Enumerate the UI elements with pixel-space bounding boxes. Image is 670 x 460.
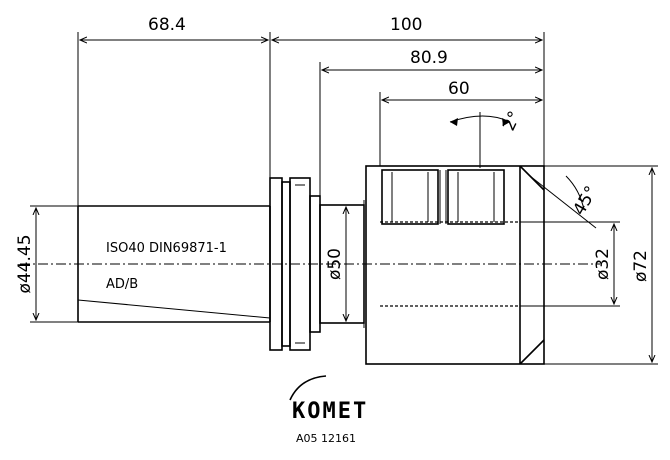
collar <box>319 200 365 328</box>
flange <box>269 177 321 351</box>
dim-taper-diameter: ø44.45 <box>15 234 35 293</box>
logo-code: A05 12161 <box>296 432 356 445</box>
dim-bore-diameter: ø32 <box>593 248 613 280</box>
dim-bore-length: 60 <box>448 79 470 99</box>
spec-label: ISO40 DIN69871-1 <box>106 241 227 256</box>
dim-collar-diameter: ø50 <box>325 248 345 280</box>
komet-logo: KOMET A05 12161 <box>289 375 368 445</box>
main-body <box>365 165 597 365</box>
dim-body-diameter: ø72 <box>631 250 651 282</box>
dim-chamfer-angle: 45° <box>569 183 601 219</box>
rotation-symbol: 2° <box>449 108 525 140</box>
vertical-dimensions: ø44.45 ø50 ø32 ø72 45° <box>15 165 658 365</box>
dim-rotation: 2° <box>499 108 525 134</box>
horizontal-dimensions: 68.4 100 80.9 60 <box>77 15 545 206</box>
dim-mid-length: 80.9 <box>410 48 448 68</box>
form-label: AD/B <box>106 277 138 292</box>
logo-arc <box>289 375 327 401</box>
dim-total-length: 100 <box>390 15 422 35</box>
dim-taper-length: 68.4 <box>148 15 186 35</box>
logo-brand: KOMET <box>292 399 368 424</box>
